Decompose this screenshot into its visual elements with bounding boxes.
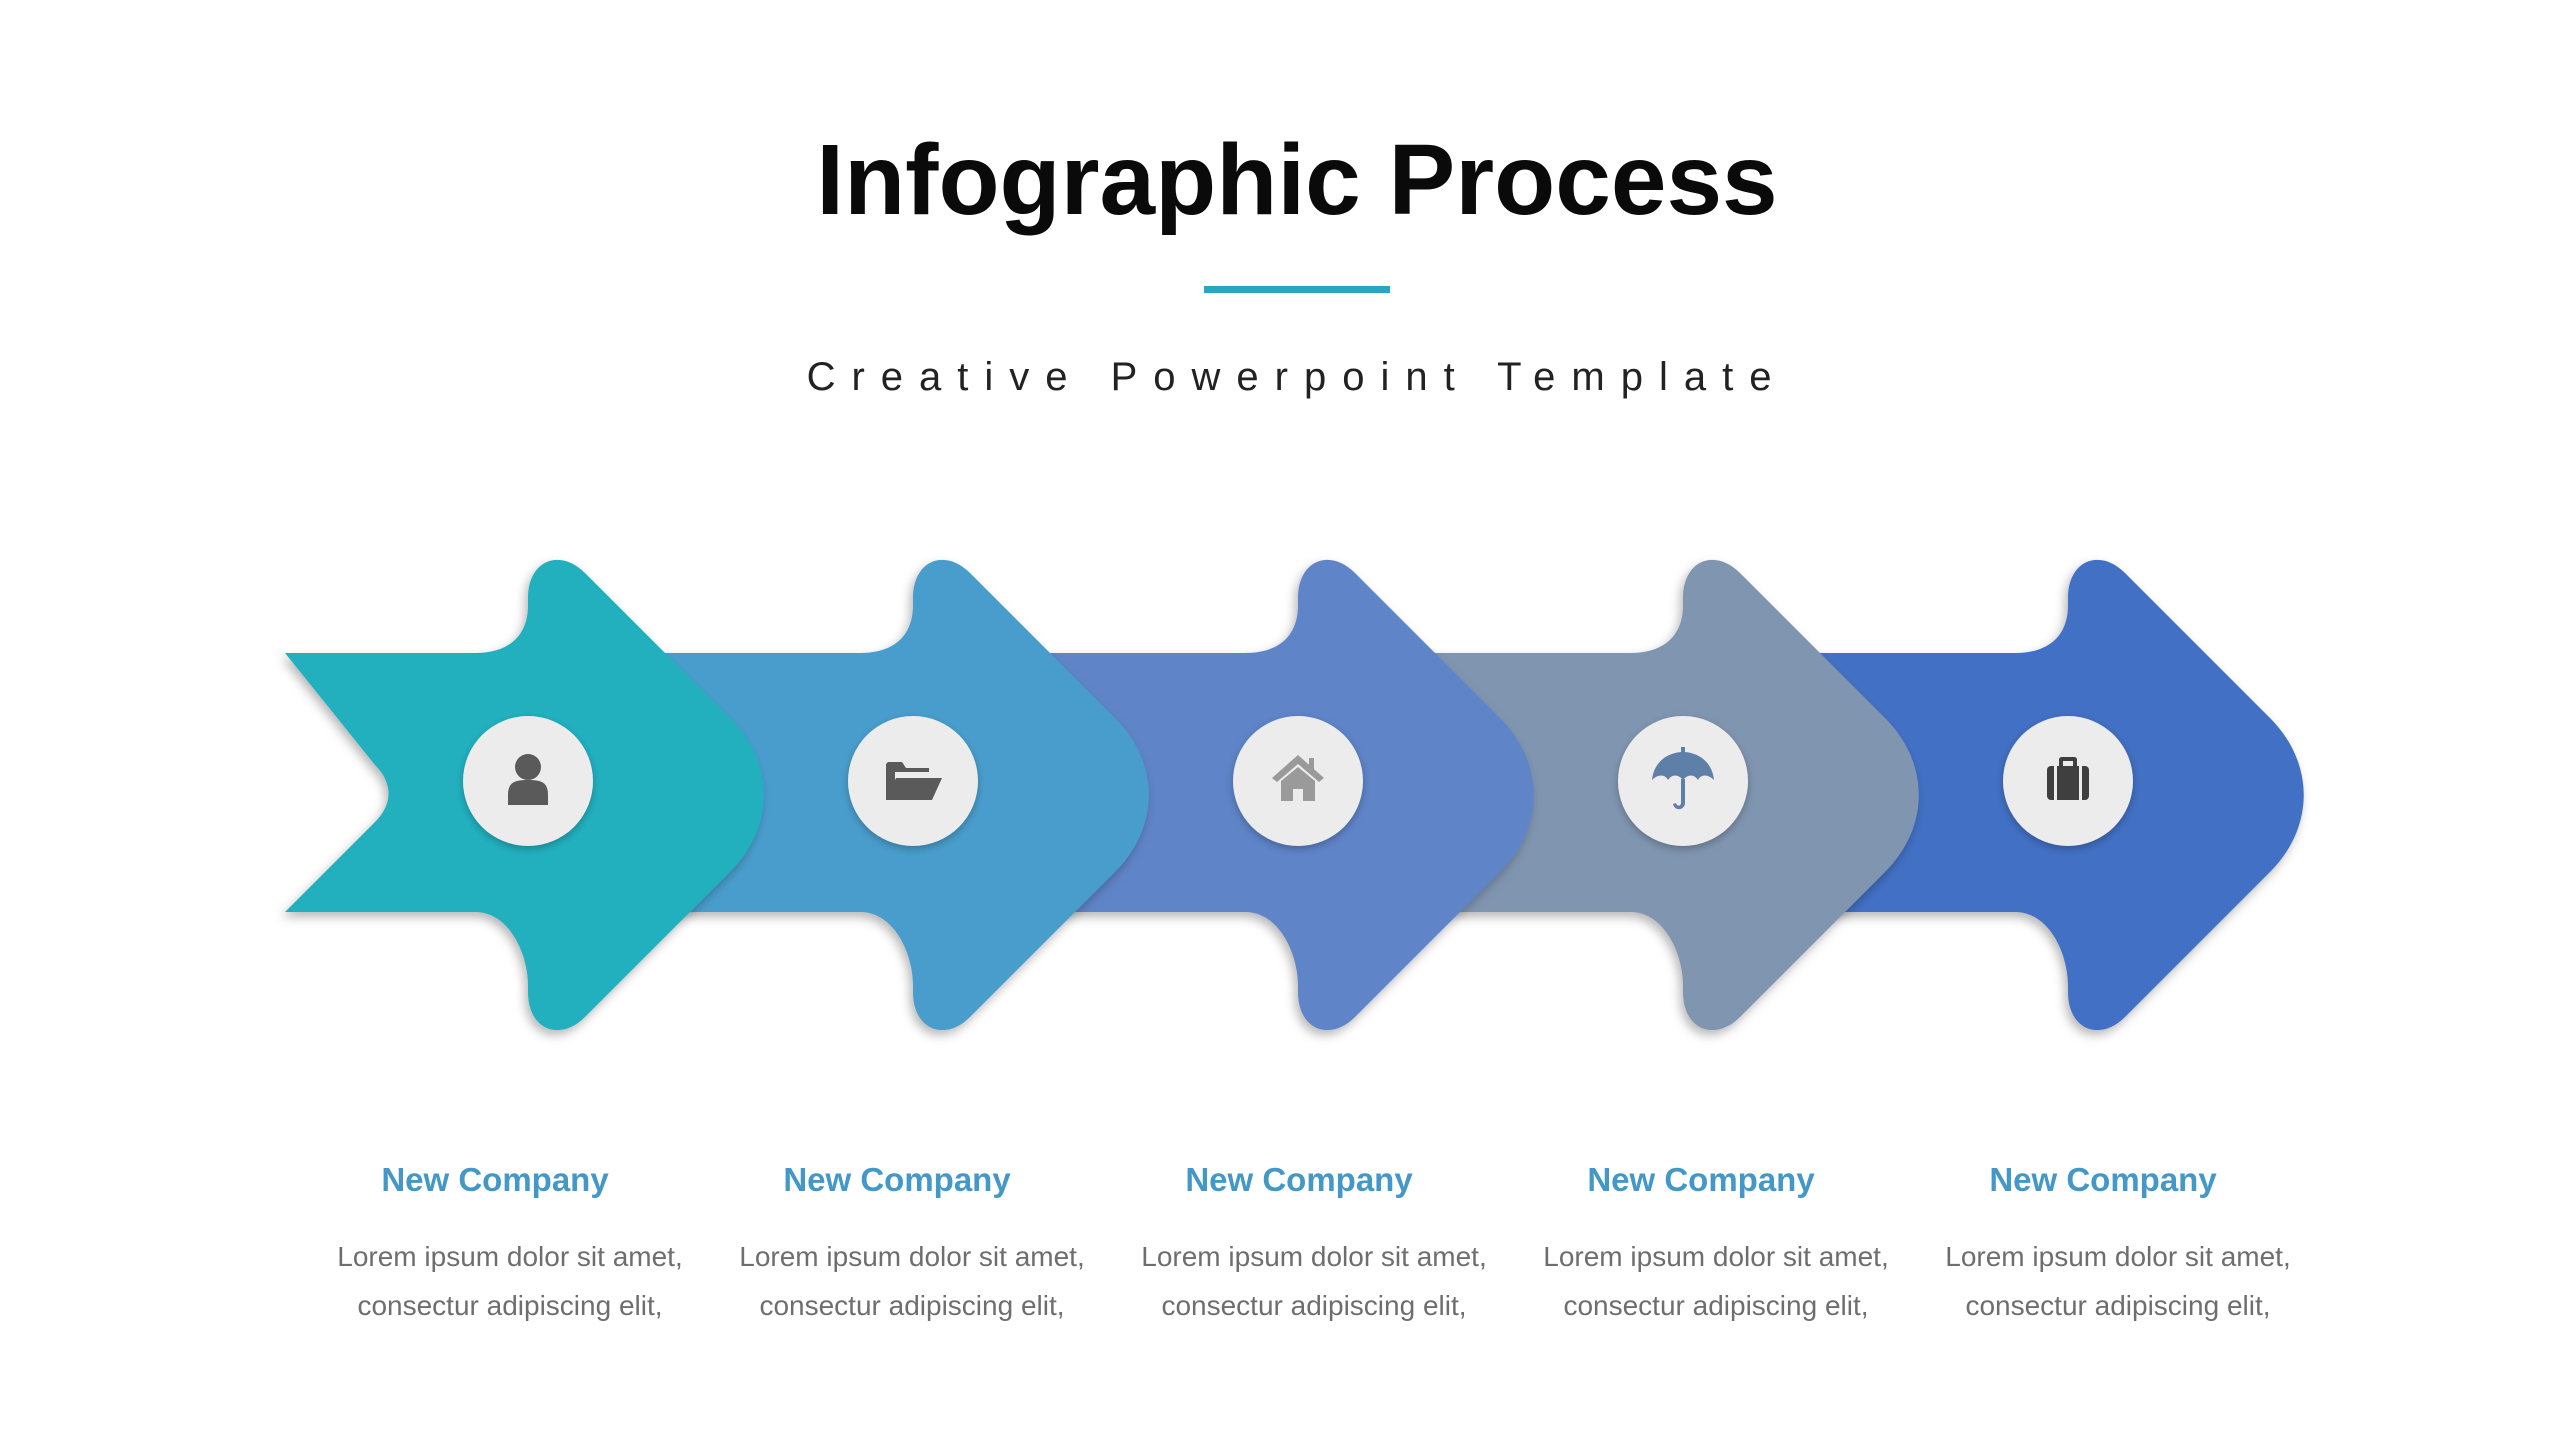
user-icon: [508, 754, 548, 805]
icon-badge-3: [1233, 716, 1363, 846]
step-title: New Company: [1989, 1161, 2217, 1198]
icon-badge-4: [1618, 716, 1748, 846]
title-underline: [1204, 286, 1390, 293]
step-caption-3: New Company Lorem ipsum dolor sit amet, …: [1104, 1160, 1524, 1330]
page-subtitle: Creative Powerpoint Template: [806, 355, 1788, 399]
icon-badge-5: [2003, 716, 2133, 846]
home-icon: [1272, 755, 1324, 801]
step-description: Lorem ipsum dolor sit amet, consectur ad…: [1543, 1241, 1889, 1321]
step-title: New Company: [1185, 1161, 1413, 1198]
step-title: New Company: [783, 1161, 1011, 1198]
step-caption-4: New Company Lorem ipsum dolor sit amet, …: [1506, 1160, 1926, 1330]
page-title: Infographic Process: [816, 124, 1778, 236]
step-title: New Company: [1587, 1161, 1815, 1198]
step-description: Lorem ipsum dolor sit amet, consectur ad…: [337, 1241, 683, 1321]
umbrella-icon: [1652, 747, 1714, 810]
folder-open-icon: [886, 762, 942, 800]
step-description: Lorem ipsum dolor sit amet, consectur ad…: [1945, 1241, 2291, 1321]
step-description: Lorem ipsum dolor sit amet, consectur ad…: [1141, 1241, 1487, 1321]
step-caption-2: New Company Lorem ipsum dolor sit amet, …: [702, 1160, 1122, 1330]
icon-badge-2: [848, 716, 978, 846]
step-caption-5: New Company Lorem ipsum dolor sit amet, …: [1908, 1160, 2328, 1330]
briefcase-icon: [2047, 757, 2089, 800]
step-title: New Company: [381, 1161, 609, 1198]
icon-badge-1: [463, 716, 593, 846]
step-caption-1: New Company Lorem ipsum dolor sit amet, …: [300, 1160, 720, 1330]
step-description: Lorem ipsum dolor sit amet, consectur ad…: [739, 1241, 1085, 1321]
